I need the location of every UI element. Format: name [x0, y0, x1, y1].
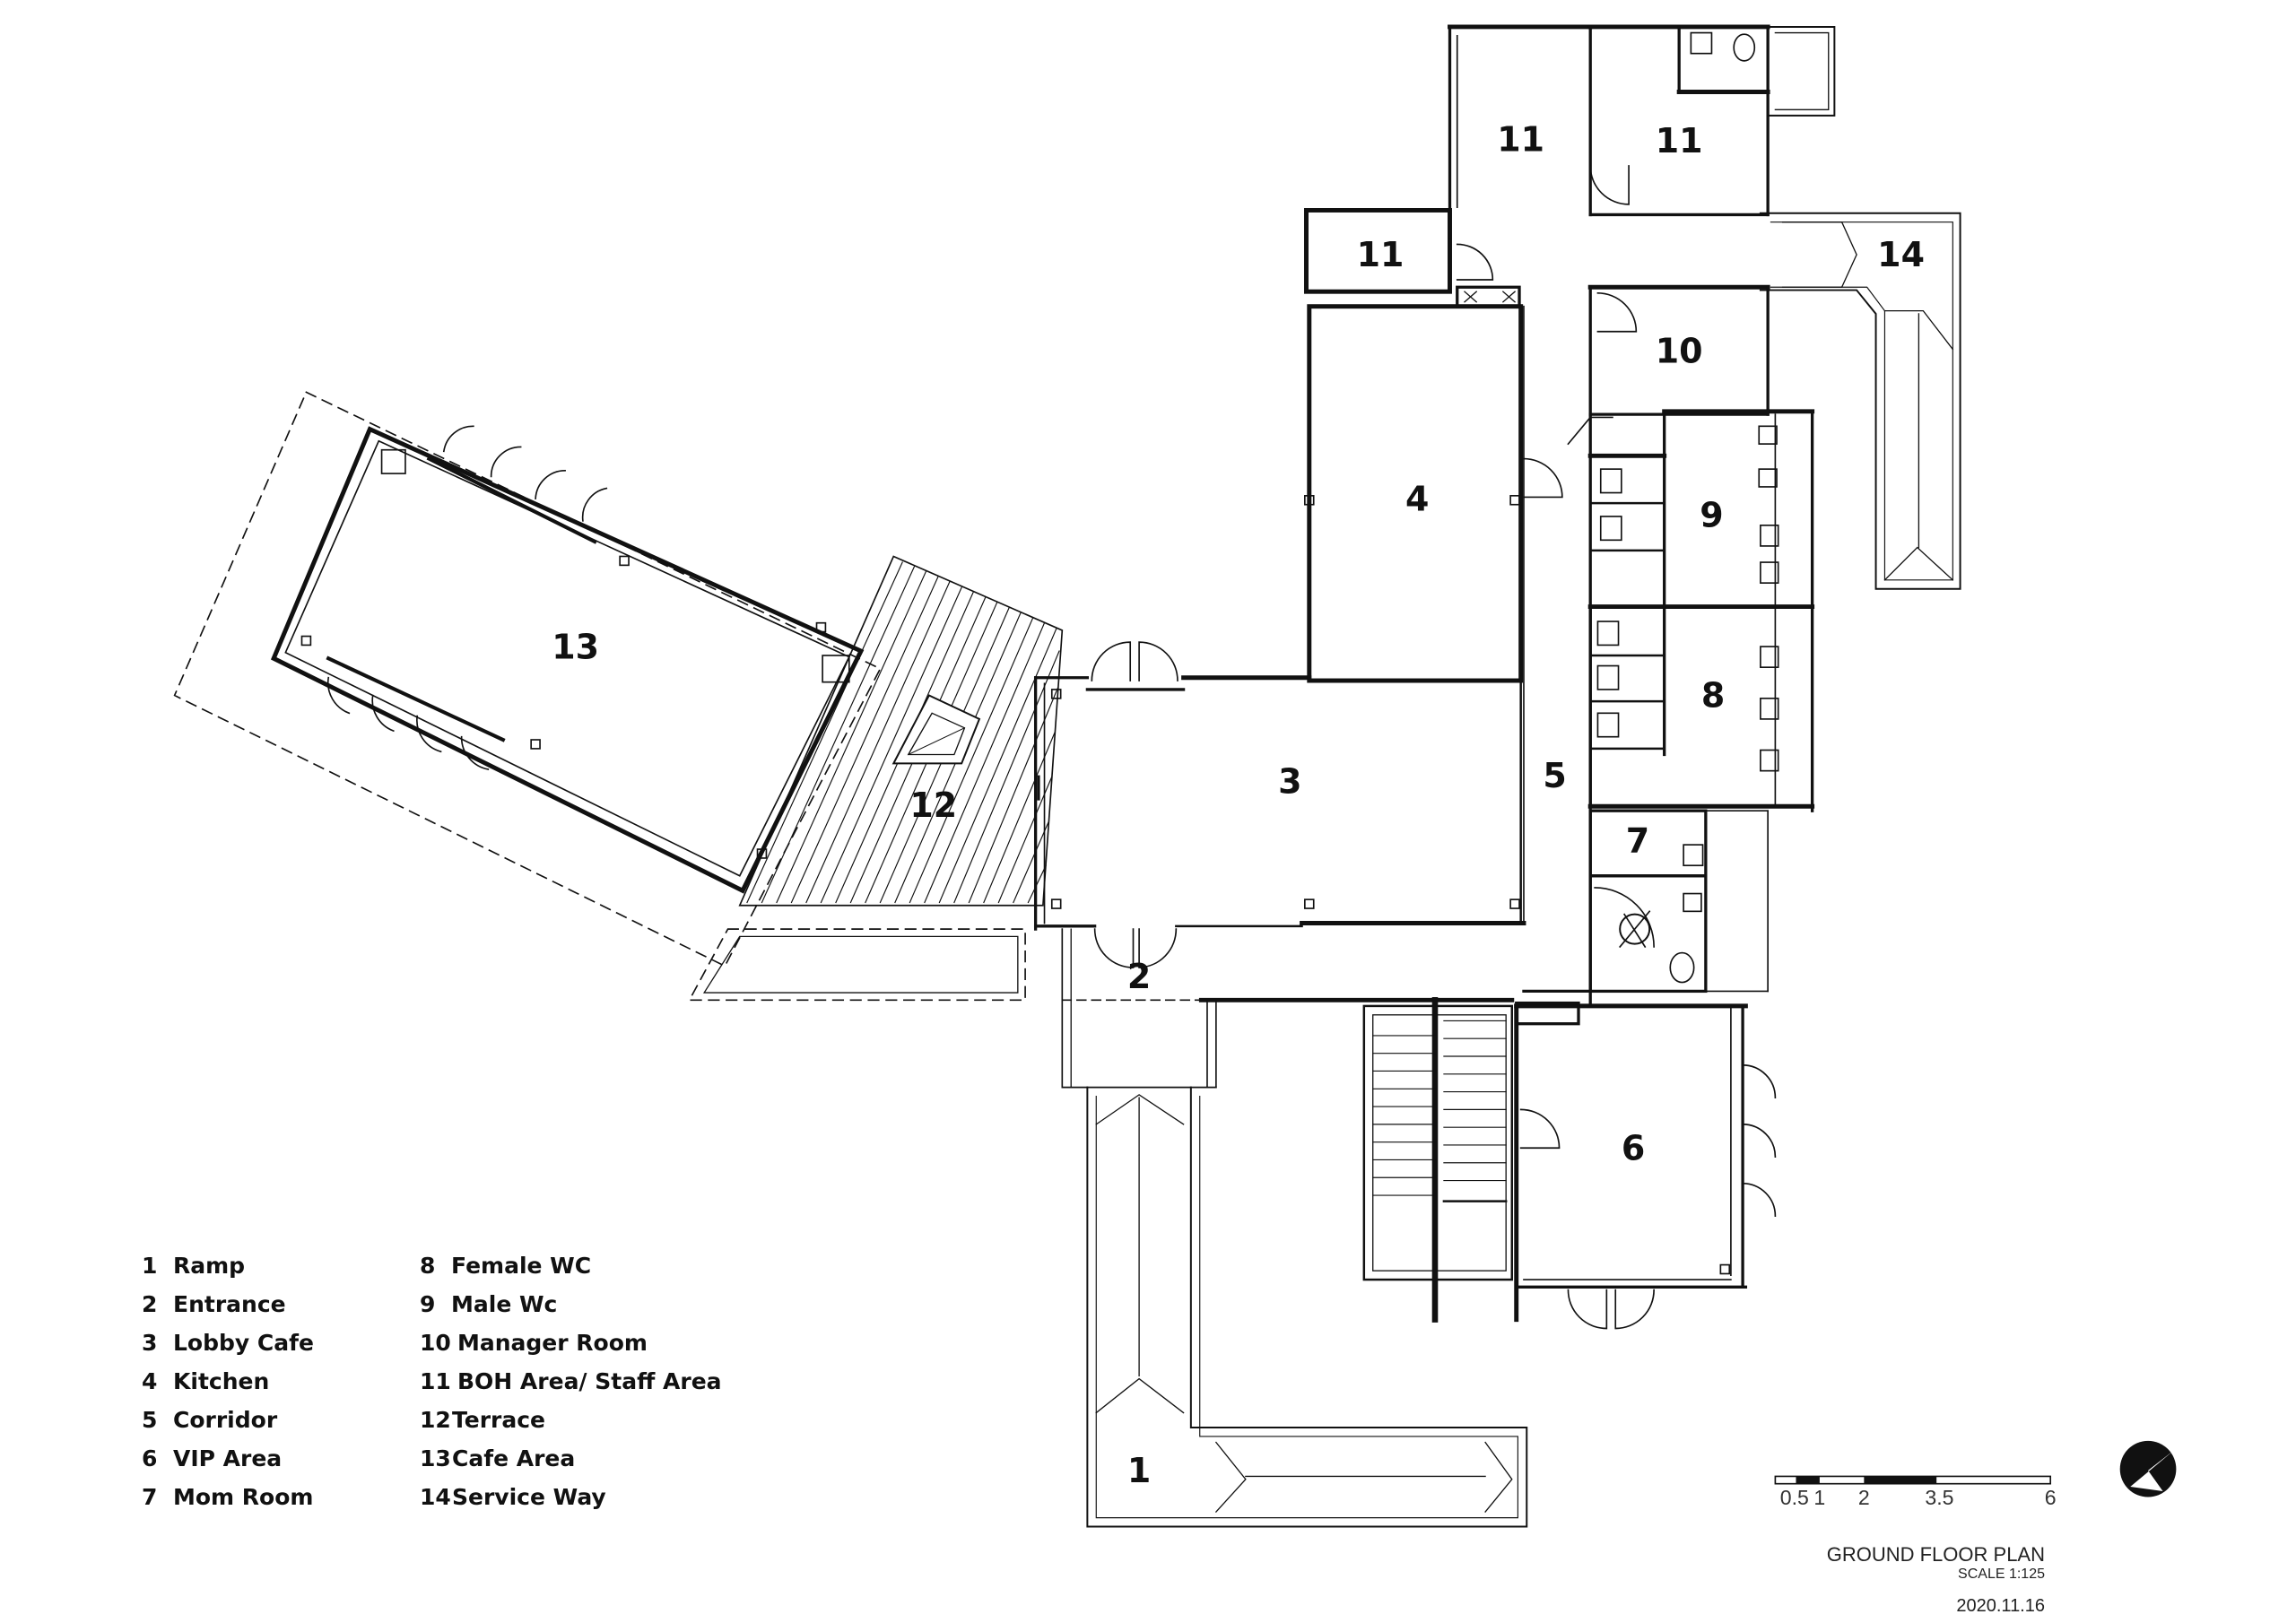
- scale-tick-4: 6: [2045, 1486, 2057, 1509]
- stair: [1198, 997, 1515, 1323]
- drawing-title: GROUND FLOOR PLAN: [1826, 1543, 2045, 1566]
- room-label-10: 10: [1656, 331, 1703, 370]
- terrace-12: [688, 555, 1064, 1002]
- room-label-6: 6: [1622, 1128, 1645, 1167]
- cafe-area-13: [173, 391, 882, 968]
- room-label-1: 1: [1127, 1451, 1151, 1490]
- room-label-5: 5: [1543, 756, 1566, 795]
- scale-tick-1: 1: [1813, 1486, 1825, 1509]
- lobby-cafe-3: [1033, 641, 1526, 968]
- room-label-12: 12: [909, 785, 957, 825]
- mom-room-7: [1588, 809, 1769, 994]
- room-label-11-a: 11: [1497, 120, 1544, 160]
- corridor-5: [1522, 305, 1592, 1008]
- vip-area-6: [1514, 1001, 1777, 1330]
- room-label-11-c: 11: [1357, 235, 1405, 274]
- room-label-14: 14: [1877, 235, 1925, 274]
- service-way-14: [1759, 212, 1961, 590]
- legend-item: 14Service Way: [420, 1484, 606, 1510]
- room-label-7: 7: [1626, 820, 1649, 860]
- manager-room-10: [1567, 284, 1770, 446]
- room-label-9: 9: [1700, 495, 1723, 534]
- title-block: GROUND FLOOR PLAN SCALE 1:125 2020.11.16: [1704, 1544, 2045, 1618]
- room-labels: 1 2 3 4 5 6 7 8 9 10 11 11 11 12 13 14: [552, 120, 1925, 1491]
- ramp-1: [1086, 1086, 1528, 1528]
- room-label-13: 13: [552, 627, 599, 666]
- legend-item: 12Terrace: [420, 1407, 545, 1433]
- kitchen-4: [1304, 304, 1563, 683]
- scale-tick-2: 2: [1858, 1486, 1870, 1509]
- north-arrow-icon: [2119, 1440, 2177, 1497]
- drawing-date: 2020.11.16: [1956, 1596, 2045, 1616]
- scale-tick-0: 0.5: [1780, 1486, 1809, 1509]
- scale-tick-3: 3.5: [1925, 1486, 1953, 1509]
- room-label-2: 2: [1127, 957, 1151, 996]
- room-label-11-b: 11: [1656, 121, 1703, 161]
- room-label-8: 8: [1701, 676, 1725, 716]
- legend-item: 13Cafe Area: [420, 1445, 576, 1471]
- scale-bar: 0.5 1 2 3.5 6: [1774, 1475, 2057, 1509]
- room-label-4: 4: [1405, 479, 1429, 518]
- room-label-3: 3: [1278, 761, 1301, 801]
- boh-area-11: [1304, 24, 1836, 308]
- drawing-scale: SCALE 1:125: [1958, 1567, 2045, 1582]
